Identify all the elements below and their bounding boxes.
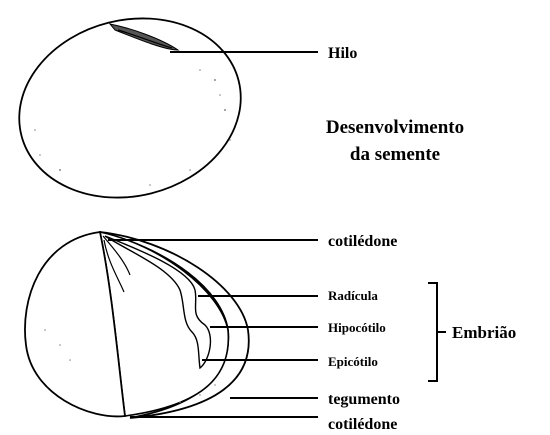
hipocotilo-label: Hipocótilo [328,320,386,335]
cotiledone-top-label: cotilédone [328,233,397,250]
whole-seed [0,0,260,220]
epicotilo-label: Epicótilo [328,354,378,369]
diagram-title-line2: da semente [350,144,440,165]
embryo-bracket [428,283,437,381]
hilo-label: Hilo [328,45,357,62]
tegumento-label: tegumento [328,391,400,408]
radicula-label: Radícula [328,288,378,303]
diagram-title-line1: Desenvolvimento [326,117,464,138]
embriao-label: Embrião [452,323,516,342]
cotiledone-bottom-label: cotilédone [328,416,397,433]
opened-seed [25,232,249,418]
